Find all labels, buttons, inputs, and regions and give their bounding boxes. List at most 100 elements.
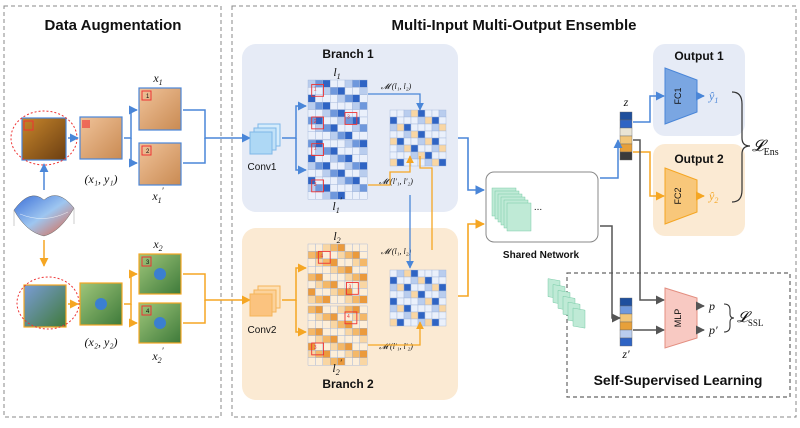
arrow-x2p-to-conv2 xyxy=(183,300,206,324)
arrow-conv1-to-l1 xyxy=(282,101,307,139)
grid-cell xyxy=(410,283,419,292)
grid-cell xyxy=(410,151,419,160)
grid-cell xyxy=(322,357,331,366)
grid-cell xyxy=(403,283,412,292)
grid-cell xyxy=(322,328,331,336)
label-x2: x2 xyxy=(152,237,162,253)
grid-cell xyxy=(352,328,360,336)
grid-cell xyxy=(424,123,433,132)
grid-cell xyxy=(330,328,338,336)
grid-cell xyxy=(352,161,360,170)
highlight-label: 1 xyxy=(314,146,317,152)
ssl-panel xyxy=(566,272,791,398)
grid-cell xyxy=(389,283,398,292)
mixed-image-x1-prime xyxy=(138,142,182,186)
grid-cell xyxy=(307,251,316,259)
highlight-cell xyxy=(311,116,324,130)
z-prime-cell xyxy=(619,305,633,315)
grid-cell xyxy=(396,151,405,160)
grid-cell xyxy=(315,342,323,351)
grid-cell xyxy=(337,342,346,351)
grid-cell xyxy=(352,176,360,185)
grid-cell xyxy=(337,161,346,170)
grid-cell xyxy=(403,144,412,153)
grid-cell xyxy=(307,305,316,314)
grid-cell xyxy=(396,297,405,306)
grid-cell xyxy=(352,116,360,125)
highlight-cell xyxy=(346,282,359,295)
grid-cell xyxy=(315,295,323,304)
grid-cell xyxy=(307,101,316,110)
highlight-label: 3 xyxy=(348,284,351,290)
highlight-label: 1 xyxy=(314,86,317,92)
patch-label-x2-prime: 4 xyxy=(146,309,150,315)
grid-cell xyxy=(403,297,412,306)
grid-cell xyxy=(359,258,368,267)
conv1-label: Conv1 xyxy=(248,162,277,173)
patch-label-x2: 3 xyxy=(146,260,150,266)
grid-cell xyxy=(352,94,360,103)
grid-cell xyxy=(431,297,440,306)
grid-cell xyxy=(337,258,346,267)
grid-cell xyxy=(337,266,346,274)
grid-cell xyxy=(315,320,323,329)
highlight-cell xyxy=(311,143,324,156)
mixed-patch-x1 xyxy=(141,90,152,101)
grid-cell xyxy=(359,273,368,282)
grid-cell xyxy=(431,151,440,160)
y2-hat: ŷ2 xyxy=(708,189,718,205)
grid-cell xyxy=(352,258,360,267)
highlight-label: 3 xyxy=(347,115,350,121)
grid-cell xyxy=(359,161,368,170)
grid-cell xyxy=(307,357,316,366)
grid-cell xyxy=(431,269,440,278)
arrow-l1p-to-m1 xyxy=(368,155,414,186)
z-prime-cell xyxy=(619,297,633,307)
grid-cell xyxy=(344,176,353,185)
grid-cell xyxy=(403,130,412,139)
grid-cell xyxy=(337,101,346,110)
arrow-z-to-fc1 xyxy=(633,91,665,123)
fc1-label: FC1 xyxy=(673,87,683,104)
grid-cell xyxy=(352,87,360,96)
arrow-to-x2-prime xyxy=(128,304,138,328)
shared-network-label: Shared Network xyxy=(503,250,580,261)
grid-cell xyxy=(337,350,346,358)
grid-cell xyxy=(307,273,316,282)
grid-cell xyxy=(417,144,426,153)
grid-cell xyxy=(410,304,419,313)
grid-cell xyxy=(352,191,360,200)
grid-cell xyxy=(315,161,323,170)
grid-cell xyxy=(359,243,368,252)
grid-cell xyxy=(337,184,346,192)
grid-cell xyxy=(322,280,331,289)
label-x1-prime: x1′ xyxy=(151,186,164,205)
grid-cell xyxy=(337,305,346,314)
grid-cell xyxy=(359,79,368,88)
grid-cell xyxy=(417,158,426,167)
grid-cell xyxy=(322,320,331,329)
arrow-z-to-fc2 xyxy=(633,151,665,201)
z-prime-cell xyxy=(619,337,633,347)
grid-cell xyxy=(322,335,331,344)
conv2-label: Conv2 xyxy=(248,325,277,336)
label-l2: l2 xyxy=(333,229,340,245)
grid-cell xyxy=(359,154,368,163)
label-x1: x1 xyxy=(152,71,162,87)
loss-ssl: 𝓛SSL xyxy=(737,310,763,328)
grid-cell xyxy=(424,144,433,153)
grid-cell xyxy=(330,79,338,88)
grid-cell xyxy=(352,101,360,110)
grid-cell xyxy=(352,131,360,140)
grid-cell xyxy=(330,342,338,351)
grid-cell xyxy=(344,273,353,282)
grid-cell xyxy=(352,357,360,366)
grid-cell xyxy=(322,313,331,321)
output2-label: Output 2 xyxy=(674,152,724,166)
grid-cell xyxy=(410,276,419,285)
grid-cell xyxy=(307,131,316,140)
highlight-cell xyxy=(344,112,358,125)
source-image-lion xyxy=(21,117,67,161)
mix-ellipse-2 xyxy=(16,276,80,330)
